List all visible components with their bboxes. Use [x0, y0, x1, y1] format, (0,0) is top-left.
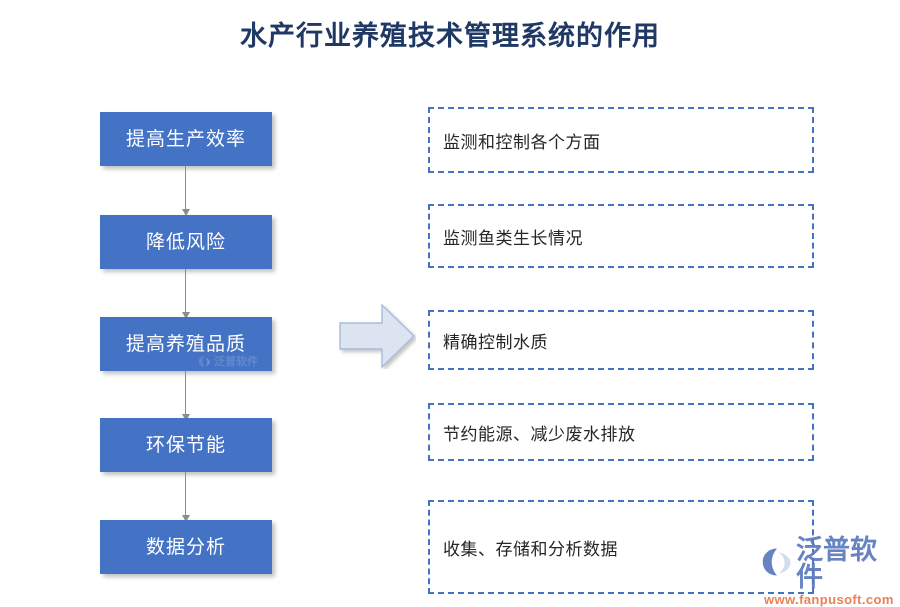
detail-column: 监测和控制各个方面 监测鱼类生长情况 精确控制水质 节约能源、减少废水排放 收集… [428, 107, 818, 594]
flow-box-label: 提高生产效率 [125, 128, 246, 150]
arrowhead-down-icon [181, 515, 190, 522]
flow-connector-arrow-4 [181, 472, 190, 522]
flow-box-improve-production-efficiency[interactable]: 提高生产效率 [100, 112, 272, 166]
detail-box-monitor-fish-growth[interactable]: 监测鱼类生长情况 [428, 204, 814, 268]
detail-box-label: 节约能源、减少废水排放 [443, 424, 636, 444]
flow-connector-arrow-1 [181, 166, 190, 216]
flow-box-label: 提高养殖品质 [125, 333, 246, 355]
flow-box-label: 环保节能 [145, 434, 226, 456]
arrowhead-down-icon [181, 312, 190, 319]
flow-box-improve-breeding-quality[interactable]: 提高养殖品质 [100, 317, 272, 371]
detail-box-label: 收集、存储和分析数据 [443, 539, 618, 559]
detail-box-precise-water-quality-control[interactable]: 精确控制水质 [428, 310, 814, 370]
right-arrow-icon [338, 303, 416, 369]
flow-box-reduce-risk[interactable]: 降低风险 [100, 215, 272, 269]
detail-box-collect-store-analyze-data[interactable]: 收集、存储和分析数据 [428, 500, 814, 594]
arrowhead-down-icon [181, 209, 190, 216]
detail-box-save-energy-reduce-wastewater[interactable]: 节约能源、减少废水排放 [428, 403, 814, 461]
arrowhead-down-icon [181, 414, 190, 421]
detail-box-label: 精确控制水质 [443, 332, 548, 352]
detail-box-label: 监测和控制各个方面 [443, 132, 601, 152]
page-title: 水产行业养殖技术管理系统的作用 [240, 21, 660, 51]
flow-box-environmental-energy-saving[interactable]: 环保节能 [100, 418, 272, 472]
flow-box-label: 降低风险 [145, 231, 226, 253]
flow-connector-arrow-3 [181, 371, 190, 421]
flow-box-data-analysis[interactable]: 数据分析 [100, 520, 272, 574]
flow-box-label: 数据分析 [145, 536, 226, 558]
detail-box-label: 监测鱼类生长情况 [443, 228, 583, 248]
flow-column: 提高生产效率 降低风险 提高养殖品质 环保节能 数据分析 [100, 112, 272, 577]
detail-box-monitor-control-all-aspects[interactable]: 监测和控制各个方面 [428, 107, 814, 173]
flow-connector-arrow-2 [181, 269, 190, 319]
